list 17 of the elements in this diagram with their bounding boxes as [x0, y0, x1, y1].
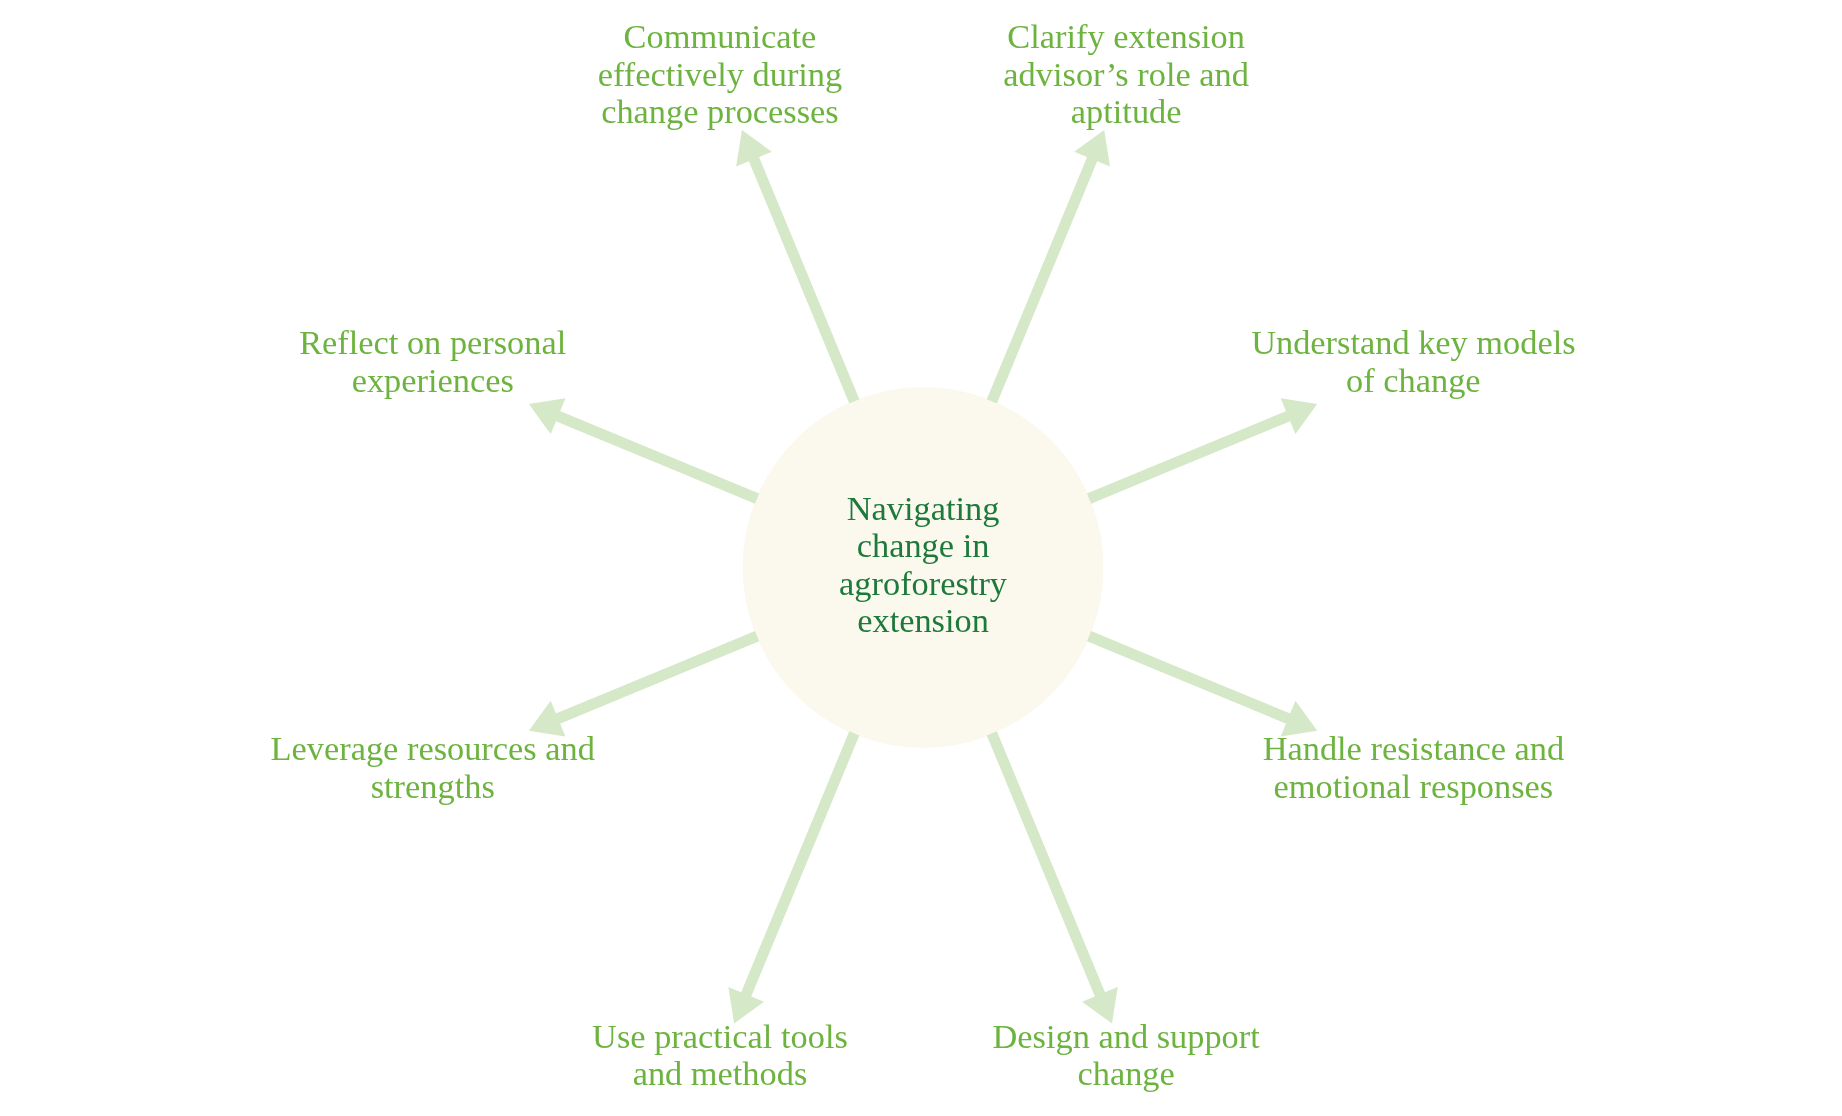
- node-text: Leverage resources and strengths: [270, 729, 595, 805]
- arrow: [986, 130, 1110, 404]
- arrow: [528, 398, 759, 504]
- arrow: [735, 130, 859, 404]
- node-text: Handle resistance and emotional responses: [1262, 729, 1564, 805]
- node-text: Use practical tools and methods: [591, 1016, 848, 1093]
- node-text: Communicate effectively during change processes: [597, 17, 842, 131]
- node-text: Understand key models of change: [1250, 323, 1576, 399]
- arrow: [1086, 631, 1317, 737]
- arrow: [1086, 398, 1317, 504]
- arrow: [986, 731, 1118, 1024]
- node-text: Clarify extension advisor’s role and aptitude: [1002, 17, 1249, 131]
- arrow: [528, 631, 759, 737]
- node-text: Design and support change: [992, 1016, 1260, 1093]
- arrow: [727, 731, 859, 1024]
- node-text: Reflect on personal experiences: [298, 323, 566, 399]
- node-circle: Navigating change in agroforestry extension: [742, 386, 1103, 748]
